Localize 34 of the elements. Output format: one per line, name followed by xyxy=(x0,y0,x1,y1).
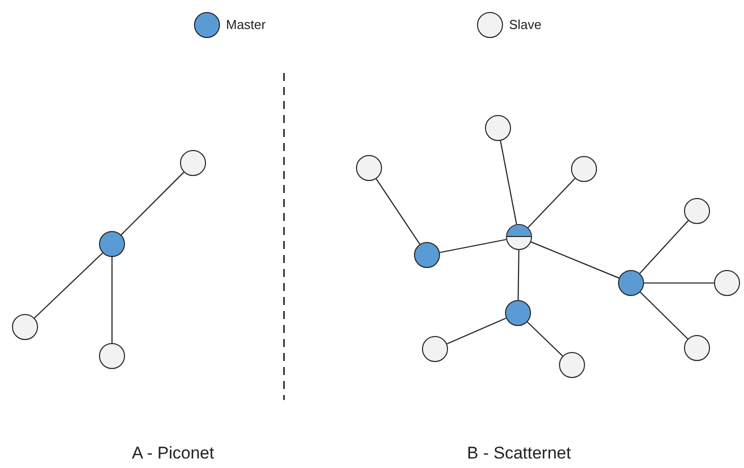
master-node xyxy=(505,300,531,326)
connector-line xyxy=(120,172,184,236)
slave-node xyxy=(571,156,597,182)
connector-line xyxy=(639,220,689,274)
connector-line xyxy=(111,257,113,343)
diagram-caption: A - Piconet xyxy=(132,442,214,464)
slave-node xyxy=(12,314,38,340)
master-node xyxy=(414,242,440,268)
legend-label: Slave xyxy=(509,16,542,34)
slave-node xyxy=(180,150,206,176)
master-node xyxy=(99,231,125,257)
diagram-caption: B - Scatternet xyxy=(467,442,571,464)
slave-node xyxy=(99,343,125,369)
connector-line xyxy=(500,140,518,224)
connector-line xyxy=(440,238,506,254)
slave-node xyxy=(714,270,740,296)
connector-line xyxy=(34,252,103,318)
slave-node xyxy=(684,335,710,361)
connector-line xyxy=(518,250,520,300)
slave-node xyxy=(356,155,382,181)
master-slave-node xyxy=(506,224,532,250)
legend-label: Master xyxy=(226,16,266,34)
slave-node xyxy=(485,115,511,141)
connector-line xyxy=(376,178,420,244)
slave-node xyxy=(559,352,585,378)
connector-line xyxy=(530,241,620,279)
master-node xyxy=(618,270,644,296)
slave-node xyxy=(422,336,448,362)
connector-line xyxy=(526,322,564,356)
connector-line xyxy=(528,178,576,228)
connector-line xyxy=(644,282,714,284)
slave-node xyxy=(684,198,710,224)
connector-line xyxy=(640,292,688,340)
connector-line xyxy=(446,318,506,344)
